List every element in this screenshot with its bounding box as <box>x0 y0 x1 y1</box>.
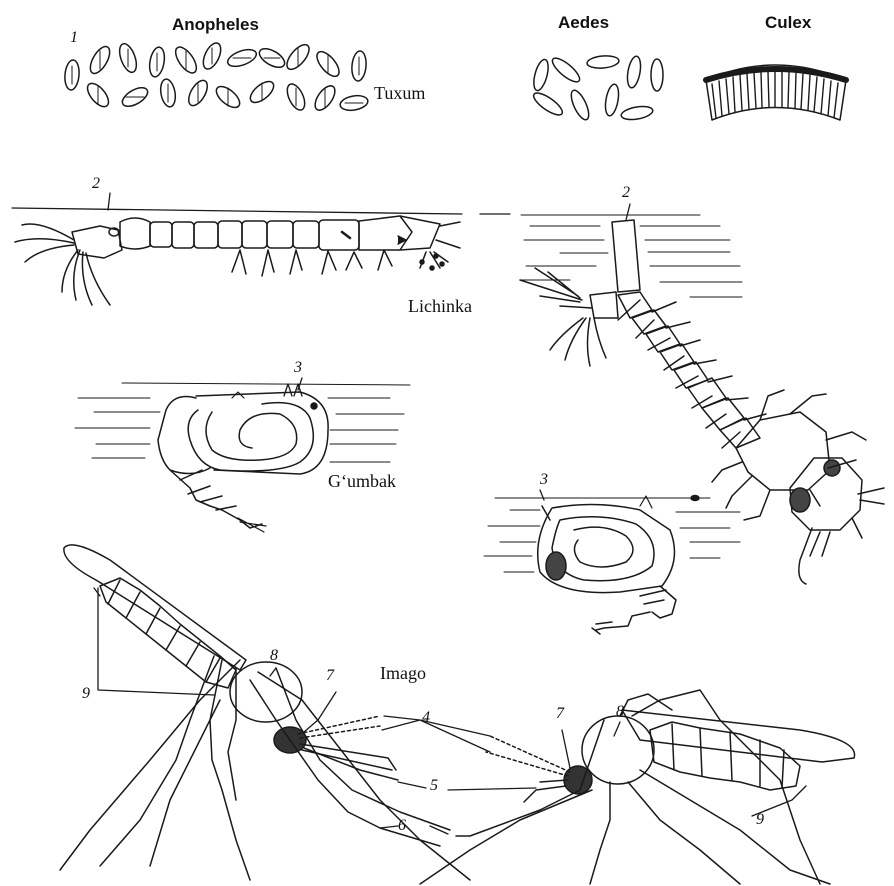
part-number-label: 9 <box>756 812 764 828</box>
part-number-label: 1 <box>70 30 78 46</box>
part-number-label: 9 <box>82 686 90 702</box>
part-number-label: 4 <box>422 710 430 726</box>
part-number-label: 6 <box>398 818 406 834</box>
egg-stage-label: Tuxum <box>374 84 425 102</box>
part-number-label: 2 <box>92 176 100 192</box>
part-number-label: 3 <box>540 472 548 488</box>
larva-stage-label: Lichinka <box>408 297 472 315</box>
anopheles-adult <box>60 545 470 880</box>
part-number-label: 8 <box>270 648 278 664</box>
anopheles-pupa <box>75 383 410 532</box>
culex-pupa <box>484 496 740 635</box>
culex-adult <box>420 690 855 884</box>
aedes-eggs <box>531 54 663 122</box>
anopheles-larva <box>12 208 510 305</box>
part-number-label: 7 <box>326 668 334 684</box>
culex-header: Culex <box>765 14 811 31</box>
culex-larva <box>520 215 884 584</box>
part-number-label: 7 <box>556 706 564 722</box>
part-number-label: 8 <box>616 704 624 720</box>
part-number-label: 5 <box>430 778 438 794</box>
culex-egg-raft <box>706 65 846 120</box>
part-number-label: 3 <box>294 360 302 376</box>
aedes-header: Aedes <box>558 14 609 31</box>
anopheles-header: Anopheles <box>172 16 259 33</box>
anopheles-eggs <box>64 40 369 113</box>
pupa-stage-label: G‘umbak <box>328 472 396 490</box>
part-number-label: 2 <box>622 185 630 201</box>
adult-stage-label: Imago <box>380 664 426 682</box>
